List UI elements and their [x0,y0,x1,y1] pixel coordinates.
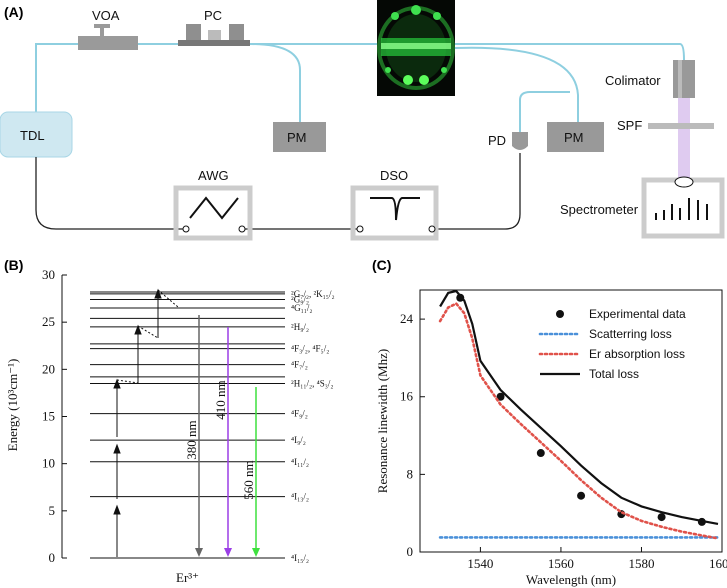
experimental-data-point [657,513,666,522]
tdl-device: TDL [0,111,73,158]
spectrometer-device: Spectrometer [560,176,725,239]
energy-level-label: ⁴I₁₁/₂ [291,457,309,467]
legend-symbol-experimental-data [556,310,564,318]
voa-device: VOA [78,8,138,50]
pm-left-label: PM [287,130,307,145]
emission-380nm: 380 nm [184,315,203,557]
tdl-label: TDL [20,128,45,143]
emission-560nm-label: 560 nm [241,460,256,499]
pc-label: PC [204,8,222,23]
excitation-arrows [113,288,179,557]
colimator-label: Colimator [605,73,661,88]
chart-series [438,289,720,540]
emission-560nm: 560 nm [241,387,260,557]
panel-c-label: (C) [372,257,391,273]
cable-dso-pd [432,153,521,230]
y-tick-label: 8 [407,466,414,481]
dso-device: DSO [350,168,439,241]
energy-level-label: ⁴I₁₃/₂ [291,492,309,502]
pm-right-device: PM [547,122,604,152]
energy-level-label: ²G₉/₂ [291,295,309,305]
energy-level-label: ²G₇/₂, ²K₁₅/₂ [291,289,335,299]
energy-level-label: ⁴F₇/₂ [291,360,308,370]
pm-right-label: PM [564,130,584,145]
legend-label-experimental-data: Experimental data [589,307,686,321]
experimental-data-point [496,392,505,401]
x-tick-label: 1540 [467,556,493,571]
y-axis-title: Resonance linewidth (Mhz) [375,349,390,493]
emission-410nm: 410 nm [213,327,232,557]
x-tick-label: 1580 [628,556,654,571]
total-loss-line [439,289,719,525]
energy-tick-label: 25 [42,314,55,329]
experimental-data-point [577,491,586,500]
light-beam [678,98,690,178]
energy-level-label: ⁴F₃/₂, ⁴F₅/₂ [291,344,329,354]
x-tick-label: 1560 [548,556,574,571]
microresonator-image [377,0,455,96]
voa-label: VOA [92,8,120,23]
colimator-device: Colimator [605,60,695,98]
emission-410nm-label: 410 nm [213,380,228,419]
pc-device: PC [178,8,250,46]
energy-axis-title: Energy (10³cm⁻¹) [5,359,20,452]
energy-level-label: ²H₁₁/₂, ⁴S₃/₂ [291,378,334,388]
panel-a: (A) VOA PC [0,0,725,241]
legend-label-er-absorption-loss: Er absorption loss [589,347,685,361]
panel-b: (B) Energy (10³cm⁻¹) 0 5 10 15 20 25 30 ⁴I₁₅/₂… [4,257,335,585]
awg-device: AWG [173,168,253,241]
x-axis-title: Wavelength (nm) [526,572,616,587]
pd-device: PD [488,132,528,150]
dso-label: DSO [380,168,408,183]
fiber-drop [454,46,579,132]
panel-a-label: (A) [4,4,23,20]
plot-frame [419,289,723,553]
energy-tick-label: 20 [42,361,55,376]
energy-tick-label: 0 [49,550,56,565]
experimental-data-point [536,449,545,458]
spf-label: SPF [617,118,642,133]
energy-tick-label: 10 [42,456,55,471]
cable-tdl-awg [35,157,186,230]
legend-label-total-loss: Total loss [589,367,639,381]
energy-level-label: ⁴G₁₁/₂ [291,303,313,313]
energy-tick-label: 5 [49,503,56,518]
legend-label-scatterring-loss: Scatterring loss [589,327,672,341]
energy-axis-ticks: 0 5 10 15 20 25 30 [42,267,67,565]
spectrometer-label: Spectrometer [560,202,639,217]
y-tick-label: 24 [400,311,414,326]
emission-380nm-label: 380 nm [184,420,199,459]
awg-label: AWG [198,168,229,183]
y-tick-label: 0 [407,544,414,559]
pd-label: PD [488,133,506,148]
energy-levels: ⁴I₁₅/₂ ⁴I₁₃/₂ ⁴I₁₁/₂ ⁴I₉/₂ ⁴F₉/₂ ²H₁₁/₂, ⁴S₃/… [90,289,335,563]
energy-tick-label: 15 [42,409,55,424]
fiber-to-pm-left [249,43,301,122]
panel-b-label: (B) [4,257,23,273]
y-tick-label: 16 [400,389,414,404]
spf-filter: SPF [617,118,714,133]
energy-level-label: ⁴I₁₅/₂ [291,553,309,563]
fiber-resonator-out [455,43,685,61]
energy-level-label: ⁴I₉/₂ [291,435,306,445]
energy-level-label: ⁴F₉/₂ [291,409,308,419]
energy-tick-label: 30 [42,267,55,282]
energy-level-label: ²H₉/₂ [291,322,309,332]
ion-label: Er³⁺ [176,570,199,585]
er-absorption-loss-line [438,301,720,540]
pm-left-device: PM [273,122,326,152]
fiber-main [35,43,378,112]
